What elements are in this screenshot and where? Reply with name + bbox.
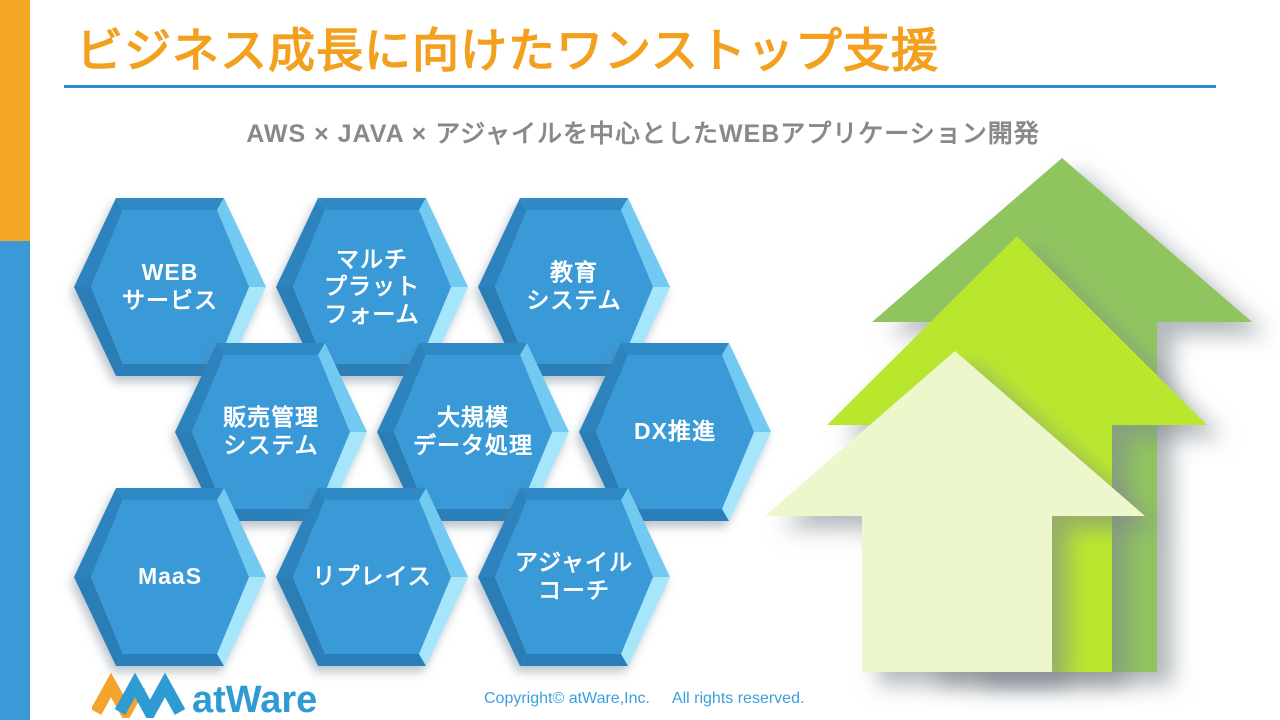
hexagon-bevel-shape	[74, 488, 266, 666]
left-accent-bar-blue	[0, 241, 30, 720]
hexagon-maas: MaaS	[74, 488, 266, 666]
arrow-front-icon	[765, 351, 1145, 672]
hexagon-bevel-shape	[74, 198, 266, 376]
hexagon-replace: リプレイス	[276, 488, 468, 666]
hexagon-bevel-shape	[478, 488, 670, 666]
hexagon-label: マルチ プラット フォーム	[324, 245, 420, 327]
hexagon-label: 販売管理 システム	[223, 404, 319, 458]
hexagon-multi-platform: マルチ プラット フォーム	[276, 198, 468, 376]
hexagon-education-system: 教育 システム	[478, 198, 670, 376]
hexagon-label: DX推進	[634, 418, 716, 445]
slide-title: ビジネス成長に向けたワンストップ支援	[76, 24, 940, 77]
hexagon-bevel-shape	[276, 488, 468, 666]
copyright-rights: All rights reserved.	[671, 690, 805, 707]
hexagon-label: リプレイス	[312, 563, 432, 590]
title-divider	[64, 85, 1216, 88]
atware-logo: atWare	[90, 672, 352, 720]
hexagon-agile-coach: アジャイル コーチ	[478, 488, 670, 666]
copyright-text: Copyright© atWare,Inc. All rights reserve…	[484, 690, 804, 708]
hexagon-label: WEB サービス	[122, 259, 218, 313]
hexagon-label: 大規模 データ処理	[413, 404, 533, 458]
hexagon-label: MaaS	[137, 563, 203, 590]
atware-logo-graphic: atWare	[90, 672, 317, 720]
hexagon-label: アジャイル コーチ	[515, 549, 633, 603]
copyright-owner: Copyright© atWare,Inc.	[484, 690, 650, 707]
logo-text: atWare	[192, 679, 317, 718]
left-accent-bar-orange	[0, 0, 30, 241]
hexagon-label: 教育 システム	[526, 259, 622, 313]
hexagon-bevel-shape	[175, 343, 367, 521]
hexagon-web-service: WEB サービス	[74, 198, 266, 376]
hexagon-sales-management-system: 販売管理 システム	[175, 343, 367, 521]
service-hexagon-grid: WEB サービス マルチ プラット フォーム 教育 システム	[74, 198, 771, 666]
logo-mark-blue-zigzag-icon	[114, 672, 186, 720]
slide-subtitle: AWS × JAVA × アジャイルを中心としたWEBアプリケーション開発	[246, 120, 1040, 148]
growth-arrows-graphic	[765, 158, 1252, 672]
